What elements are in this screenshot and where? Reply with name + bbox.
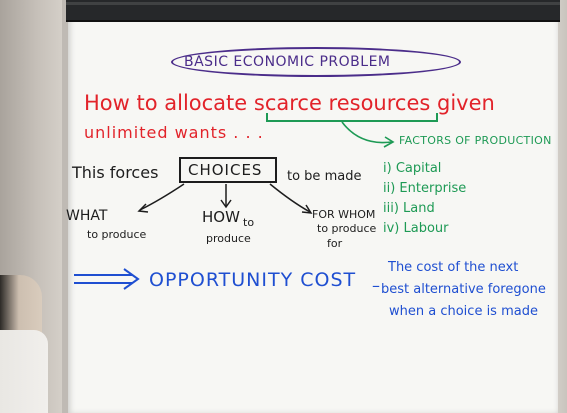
presenter-shirt [0, 330, 48, 413]
forces-suffix: to be made [287, 169, 362, 184]
scarce-resources-bracket [266, 113, 438, 122]
question-what: WHAT [66, 208, 108, 224]
question-how-sub: produce [206, 232, 251, 245]
question-how-to: to [243, 216, 255, 229]
intro-line-1: How to allocate scarce resources given [84, 91, 495, 115]
question-for-whom-sub-1: to produce [317, 222, 377, 235]
factor-item-land: iii) Land [383, 201, 435, 216]
intro-line-2: unlimited wants . . . [84, 123, 264, 142]
question-for-whom-sub-2: for [327, 237, 343, 250]
factor-item-enterprise: ii) Enterprise [383, 181, 467, 196]
question-how: HOW [202, 208, 240, 226]
whiteboard-top-rail [66, 0, 560, 22]
opportunity-cost-label: OPPORTUNITY COST [149, 269, 357, 291]
definition-dash: – [372, 276, 380, 295]
factor-item-labour: iv) Labour [383, 221, 449, 236]
forces-prefix: This forces [72, 163, 159, 182]
board-title: BASIC ECONOMIC PROBLEM [184, 54, 391, 70]
question-what-sub: to produce [87, 228, 147, 241]
whiteboard [68, 14, 558, 413]
choices-box [179, 157, 277, 183]
factors-heading: FACTORS OF PRODUCTION [399, 134, 552, 147]
rail-highlight [66, 2, 560, 5]
factor-item-capital: i) Capital [383, 161, 442, 176]
definition-line-3: when a choice is made [389, 304, 538, 319]
definition-line-2: best alternative foregone [381, 282, 546, 297]
title-oval [171, 47, 461, 77]
question-for-whom: FOR WHOM [312, 208, 376, 221]
choices-label: CHOICES [188, 161, 263, 179]
definition-line-1: The cost of the next [388, 260, 519, 275]
